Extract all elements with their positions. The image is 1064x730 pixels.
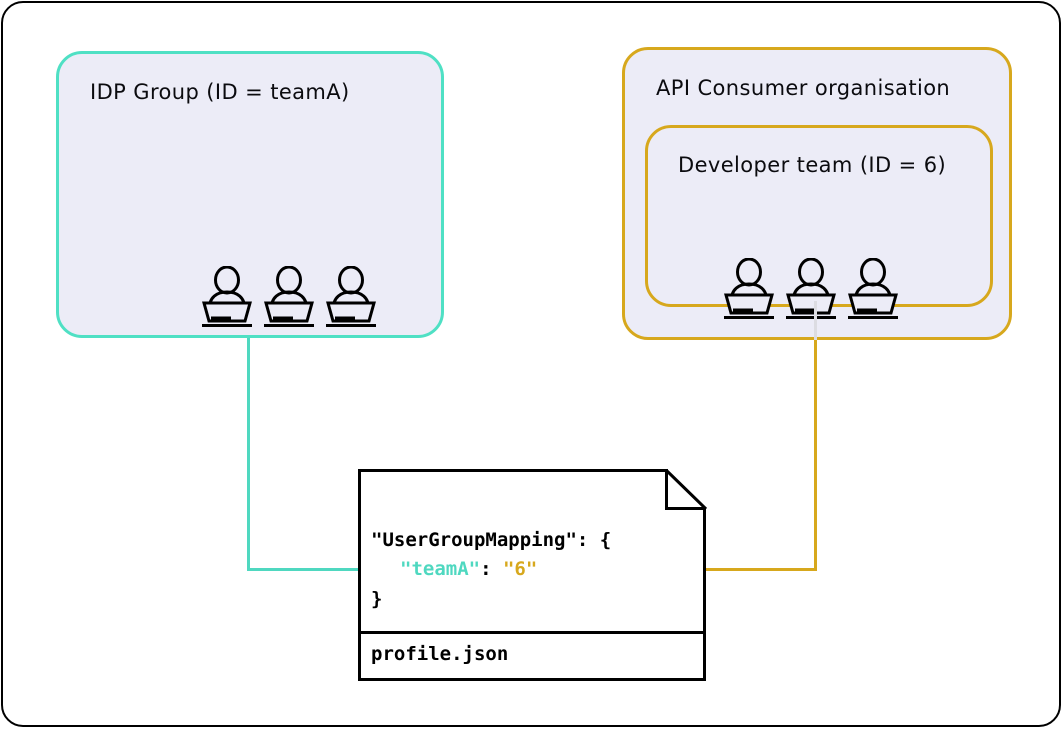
person-at-laptop-icon [325,265,377,332]
profile-json-document: "UserGroupMapping": { "teamA": "6" } pro… [358,468,708,681]
document-border-left [358,469,361,681]
team-connector-vertical [814,340,817,570]
api-consumer-org-box: API Consumer organisation Developer team… [622,47,1012,340]
document-fold-edge-vertical [665,469,668,510]
document-border-top [358,469,668,472]
code-line-close: } [371,588,383,610]
idp-connector-horizontal [247,568,384,571]
code-line-open: "UserGroupMapping": { [371,529,612,551]
person-at-laptop-icon [785,257,837,324]
person-at-laptop-icon [263,265,315,332]
document-fold-corner-icon [664,468,708,511]
developer-team-title: Developer team (ID = 6) [678,153,947,177]
code-token-key: "teamA" [400,558,481,580]
document-divider [358,631,706,634]
code-token-separator: : [480,558,492,580]
document-border-right [703,507,706,681]
code-line-mapping: "teamA": "6" [400,558,537,580]
idp-group-title: IDP Group (ID = teamA) [90,80,350,104]
idp-connector-vertical [247,338,250,570]
document-body [358,469,706,681]
developer-team-members [723,257,899,324]
idp-group-box: IDP Group (ID = teamA) [56,51,444,338]
person-at-laptop-icon [723,257,775,324]
developer-team-box: Developer team (ID = 6) [645,125,993,319]
document-fold-edge-horizontal [665,507,706,510]
team-stub-line [814,301,817,341]
person-at-laptop-icon [847,257,899,324]
person-at-laptop-icon [201,265,253,332]
code-token-value: "6" [502,558,538,580]
document-filename: profile.json [371,643,509,665]
api-consumer-org-title: API Consumer organisation [656,76,951,100]
idp-group-members [201,265,377,332]
document-border-bottom [358,678,706,681]
